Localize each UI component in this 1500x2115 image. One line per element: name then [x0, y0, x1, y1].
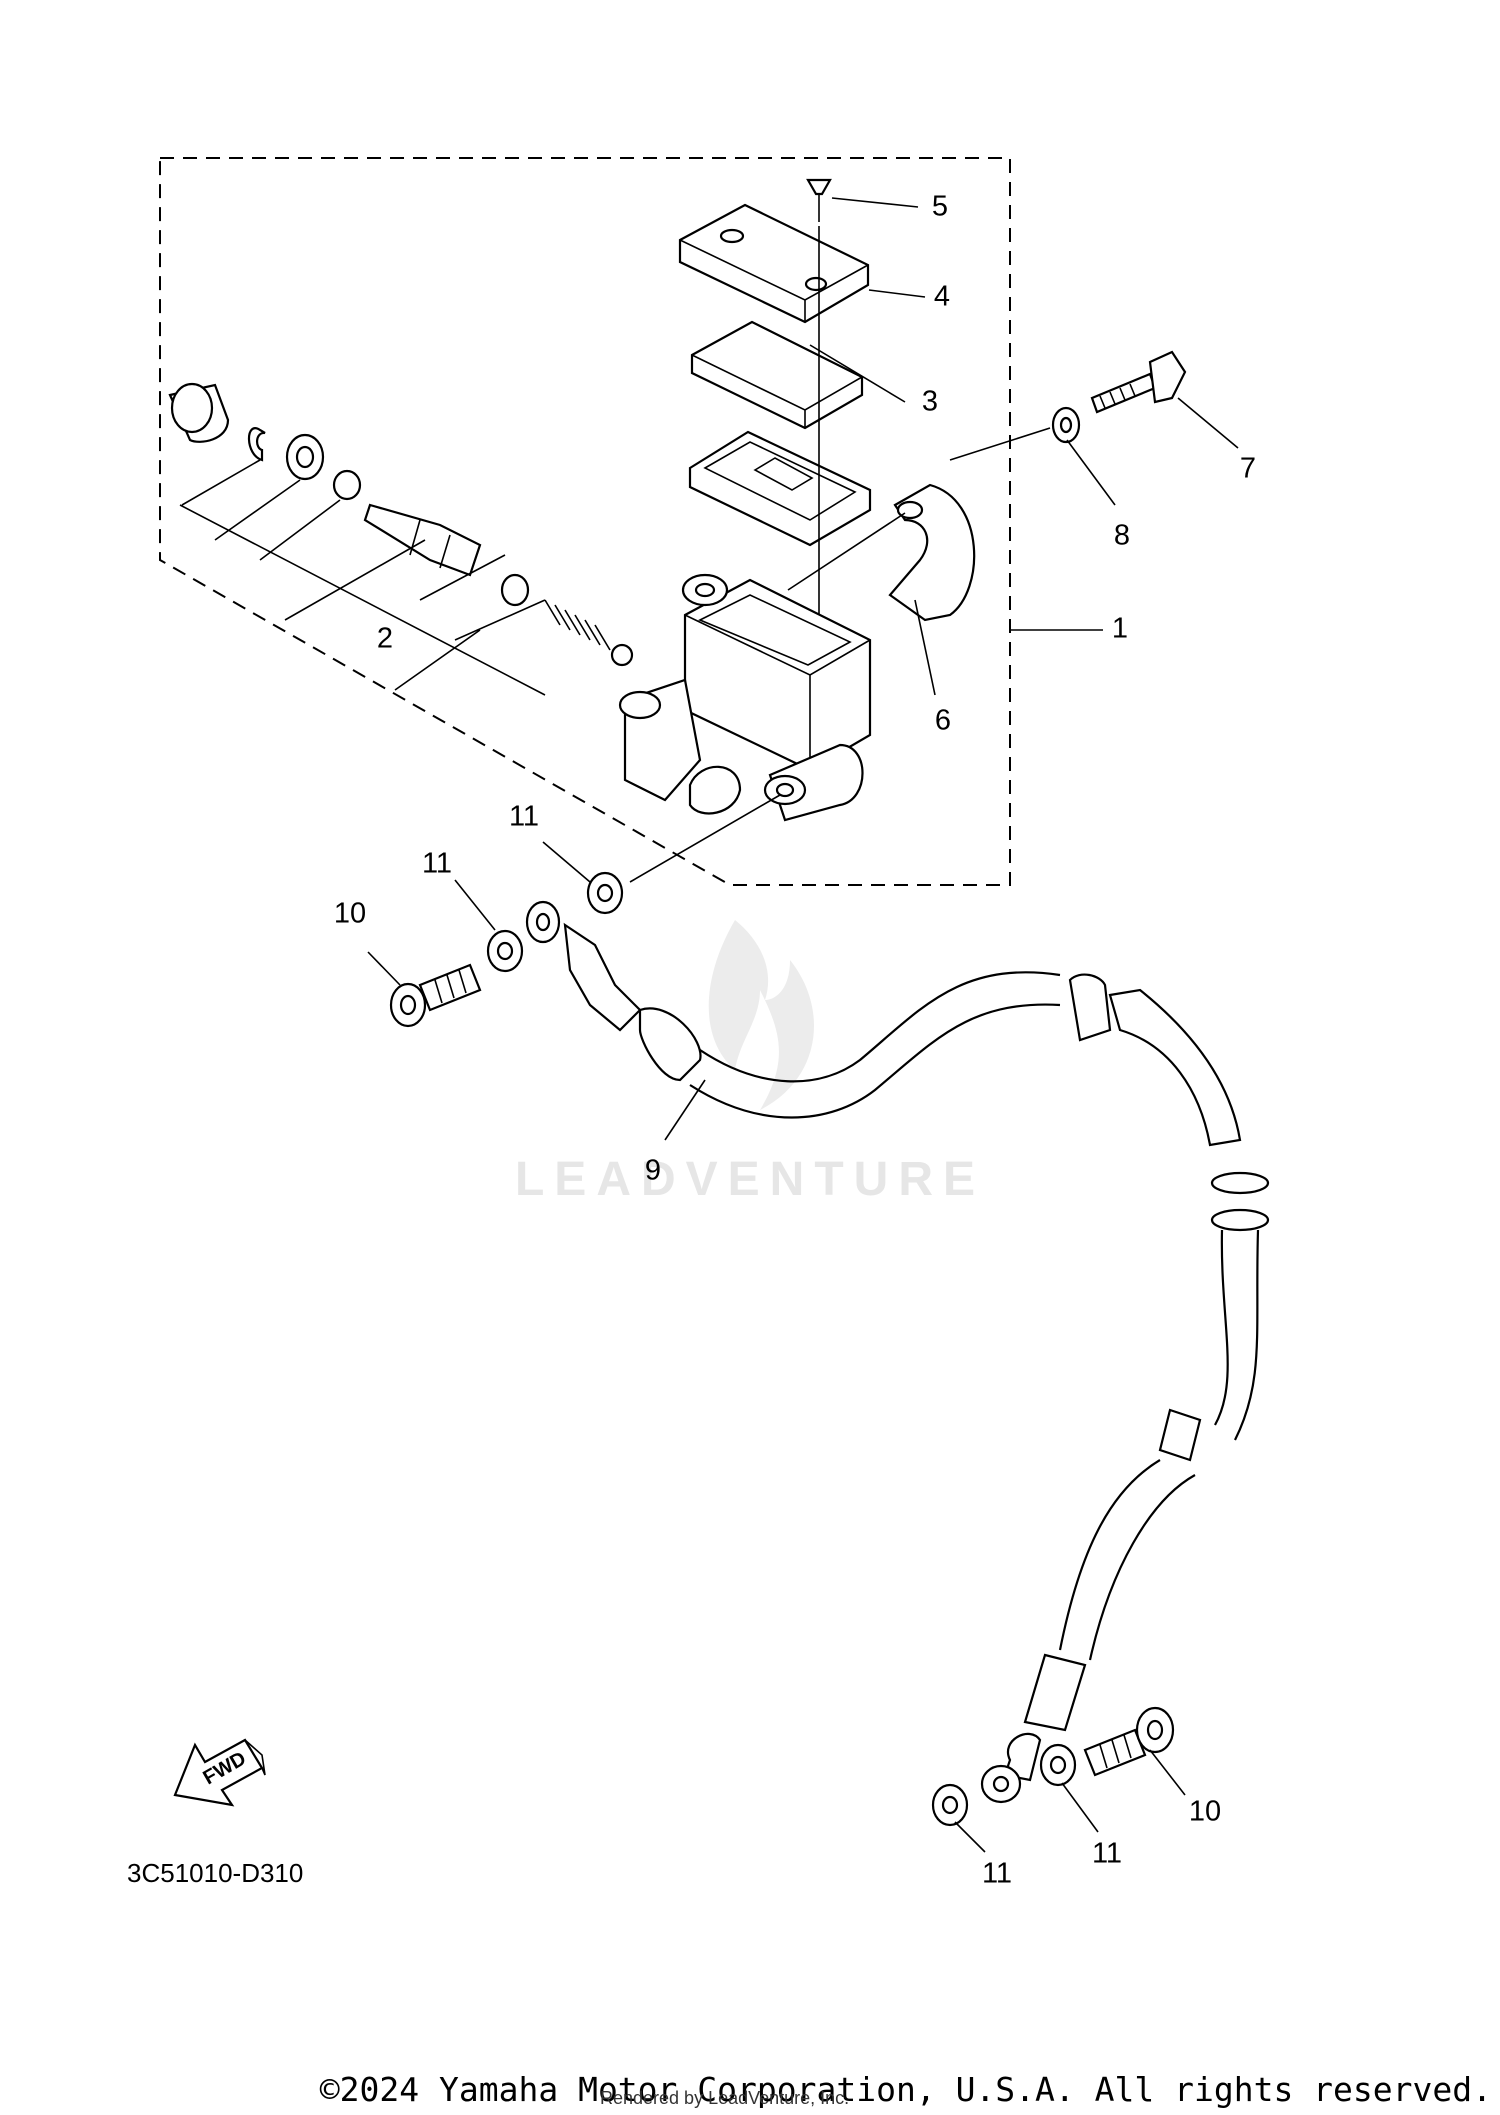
reservoir-cap-part: [678, 203, 870, 324]
callout-8: 8: [1114, 520, 1130, 552]
callout-11-c: 11: [982, 1858, 1012, 1890]
callout-11-d: 11: [1092, 1838, 1122, 1870]
watermark-flame-icon: [708, 920, 814, 1110]
callout-1: 1: [1112, 613, 1128, 645]
diaphragm-plate-part: [690, 320, 864, 430]
diaphragm-part: [688, 430, 872, 547]
piston-kit: [168, 382, 634, 696]
brake-hose-part: [525, 900, 1270, 1804]
callout-9: 9: [645, 1155, 661, 1187]
copyright-notice: ©2024 Yamaha Motor Corporation, U.S.A. A…: [319, 2070, 1492, 2109]
callout-labels: 1 2 3 4 5 6 7 8 9 10 10 11 11 11 11: [334, 191, 1256, 1890]
union-bolt-part-upper: [389, 963, 482, 1028]
clamp-part: [888, 483, 976, 622]
union-bolt-part-lower: [1083, 1706, 1175, 1777]
callout-2: 2: [377, 623, 393, 655]
callout-7: 7: [1240, 453, 1256, 485]
clamp-bolt-part: [1090, 350, 1187, 414]
screw-part: [806, 178, 832, 196]
callout-4: 4: [934, 281, 950, 313]
fwd-arrow-icon: FWD: [173, 1738, 266, 1807]
rendered-by-notice: Rendered by LeadVenture, Inc.: [600, 2088, 850, 2108]
callout-10-upper: 10: [334, 898, 366, 930]
watermark-text: LEADVENTURE: [515, 1153, 985, 1206]
reservoir-cap-assembly: [678, 178, 872, 620]
assembly-boundary: [159, 157, 1011, 886]
master-cylinder-body: [618, 573, 872, 822]
washer-part: [1051, 406, 1081, 444]
callout-10-lower: 10: [1189, 1796, 1221, 1828]
callout-11-b: 11: [422, 848, 452, 880]
diagram-code: 3C51010-D310: [127, 1858, 303, 1888]
alignment-lines: [629, 427, 1051, 883]
callout-6: 6: [935, 705, 951, 737]
leader-lines: [367, 197, 1239, 1853]
callout-5: 5: [932, 191, 948, 223]
copper-washer-parts: [486, 871, 1077, 1827]
callout-3: 3: [922, 386, 938, 418]
watermark: LEADVENTURE: [515, 920, 985, 1206]
callout-11-a: 11: [509, 801, 539, 833]
